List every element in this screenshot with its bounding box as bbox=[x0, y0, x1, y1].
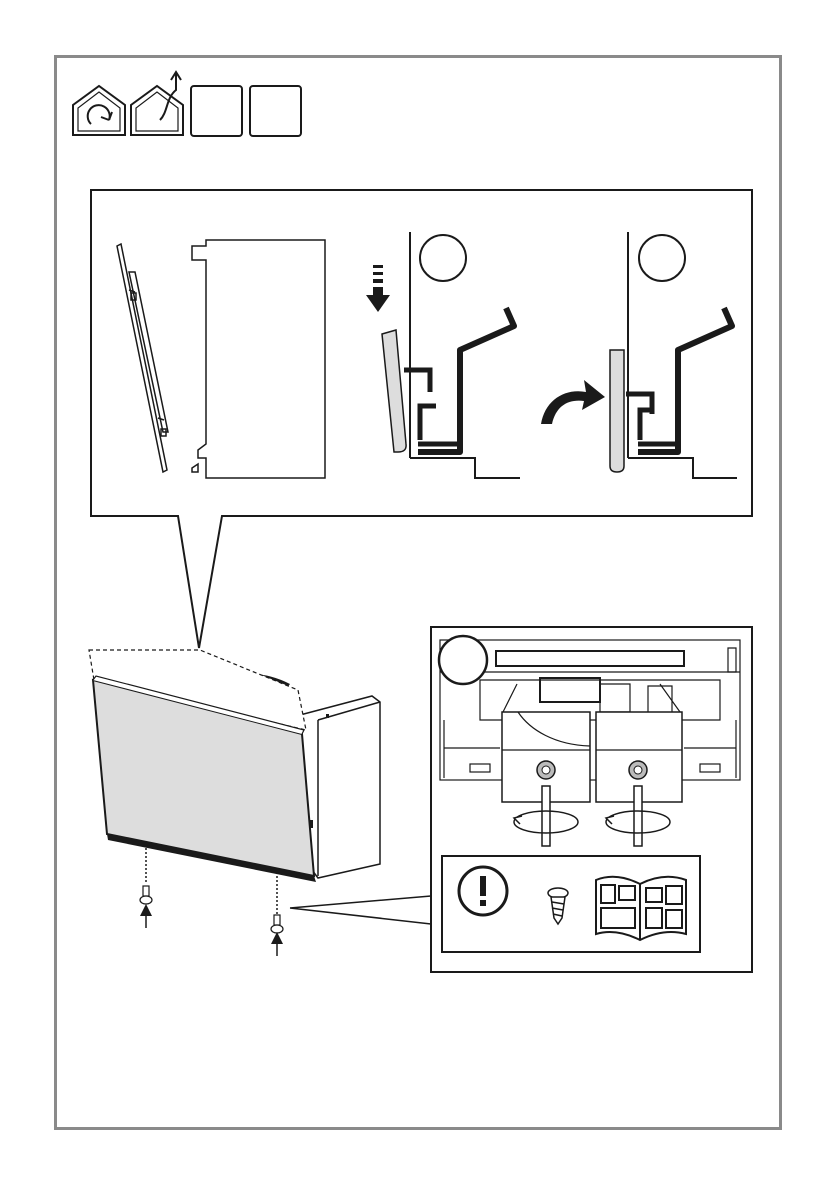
screw-icon bbox=[140, 886, 152, 904]
step-circle-2 bbox=[639, 235, 685, 281]
step-circle-3 bbox=[439, 636, 487, 684]
step-circle-1 bbox=[420, 235, 466, 281]
house-exhaust-icon bbox=[131, 72, 183, 135]
empty-mode-box-2 bbox=[250, 86, 301, 136]
manual-book-icon bbox=[596, 877, 686, 940]
hood-assembly bbox=[89, 650, 380, 882]
empty-mode-box-1 bbox=[191, 86, 242, 136]
header-icons bbox=[73, 72, 301, 136]
screw-icon bbox=[271, 915, 283, 933]
panel-rear-view bbox=[192, 240, 325, 478]
exclamation-icon bbox=[459, 867, 507, 915]
house-rotate-icon bbox=[73, 86, 125, 135]
